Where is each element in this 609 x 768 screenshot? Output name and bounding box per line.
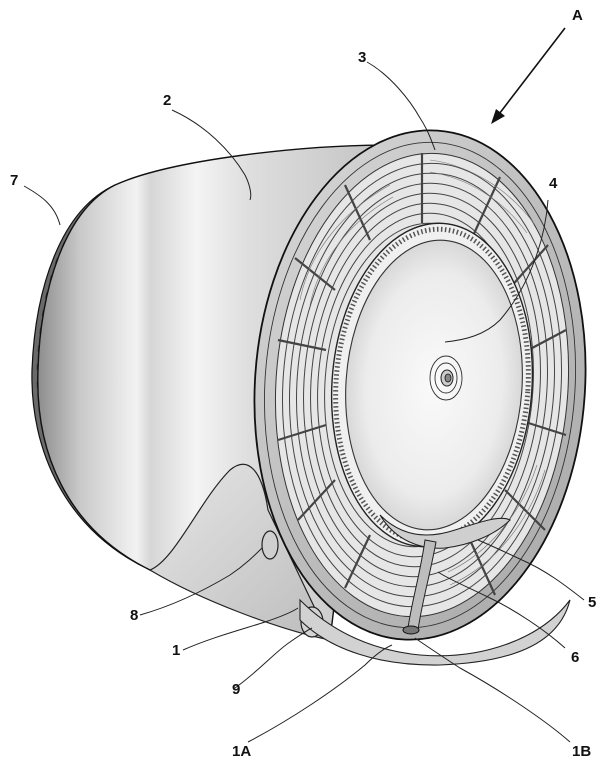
center-hub-face xyxy=(345,239,523,531)
rim-inner-edge xyxy=(264,141,576,629)
label-1A: 1A xyxy=(232,743,251,760)
label-7: 7 xyxy=(10,172,18,189)
label-6: 6 xyxy=(571,649,579,666)
label-4: 4 xyxy=(549,175,558,192)
port-8 xyxy=(261,530,279,560)
hub-center xyxy=(429,355,463,401)
reference-labels: A 3 2 7 4 5 6 8 1 9 1A 1B xyxy=(10,7,596,760)
label-1B: 1B xyxy=(572,743,591,760)
label-2: 2 xyxy=(163,92,171,109)
leader-lines xyxy=(23,61,585,743)
label-9: 9 xyxy=(232,681,240,698)
drain-channel xyxy=(379,514,511,635)
label-5: 5 xyxy=(588,594,596,611)
base-housing-1 xyxy=(148,463,332,641)
label-8: 8 xyxy=(130,607,138,624)
direction-arrow-A xyxy=(491,27,566,124)
label-1: 1 xyxy=(172,642,180,659)
drain-hole-1B xyxy=(402,625,420,635)
front-lip-1A xyxy=(299,598,571,666)
label-A: A xyxy=(572,7,583,24)
label-3: 3 xyxy=(358,49,366,66)
